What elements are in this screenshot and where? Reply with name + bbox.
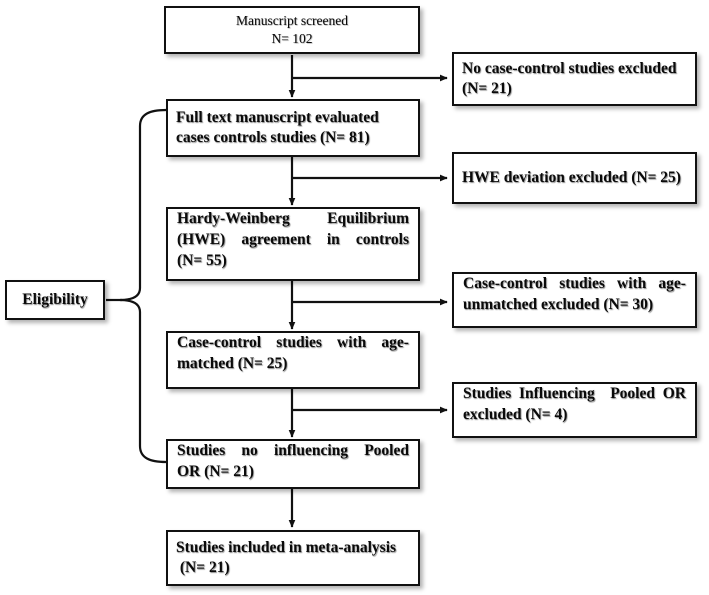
word: studies bbox=[559, 275, 605, 292]
box-manuscript-screened[interactable]: Manuscript screened N= 102 bbox=[164, 6, 420, 54]
word: agreement bbox=[241, 230, 311, 248]
word: (N= 55) bbox=[177, 251, 227, 269]
word: no bbox=[241, 442, 258, 459]
box-line: (N= 55) bbox=[168, 251, 418, 272]
box-line: Studies included in meta-analysis bbox=[176, 538, 397, 556]
box-line: N= 102 bbox=[271, 31, 313, 46]
box-line: HWE deviation excluded (N= 25) bbox=[462, 168, 681, 186]
box-line: Studies no influencing Pooled bbox=[168, 441, 418, 462]
box-age-unmatched-excluded[interactable]: Case-control studies with age- unmatched… bbox=[452, 272, 697, 328]
word: age- bbox=[381, 334, 409, 351]
box-influencing-pooled-or-excluded[interactable]: Studies Influencing Pooled OR excluded (… bbox=[452, 382, 697, 438]
word: Pooled bbox=[610, 385, 655, 402]
word: Influencing bbox=[518, 385, 595, 402]
box-line: excluded (N= 4) bbox=[454, 405, 695, 426]
word: excluded (N= 4) bbox=[463, 405, 568, 423]
box-eligibility[interactable]: Eligibility bbox=[5, 280, 105, 320]
word: (HWE) bbox=[177, 230, 226, 248]
box-included-meta-analysis[interactable]: Studies included in meta-analysis (N= 21… bbox=[166, 530, 420, 586]
box-line: (N= 21) bbox=[462, 80, 512, 97]
box-line: Full text manuscript evaluated bbox=[176, 108, 379, 126]
box-line: matched (N= 25) bbox=[168, 354, 418, 375]
box-age-matched[interactable]: Case-control studies with age- matched (… bbox=[166, 331, 420, 389]
word: Pooled bbox=[364, 442, 409, 459]
box-line: Case-control studies with age- bbox=[454, 274, 695, 295]
box-line: cases controls studies (N= 81) bbox=[176, 129, 370, 146]
word: with bbox=[337, 334, 367, 351]
box-no-case-control-excluded[interactable]: No case-control studies excluded (N= 21) bbox=[452, 52, 697, 106]
word: unmatched excluded (N= 30) bbox=[463, 295, 654, 313]
box-line: Hardy-Weinberg Equilibrium bbox=[168, 209, 418, 230]
word: in bbox=[326, 230, 340, 248]
box-full-text-evaluated[interactable]: Full text manuscript evaluated cases con… bbox=[166, 99, 420, 157]
word: Hardy-Weinberg bbox=[177, 210, 290, 227]
word: age- bbox=[658, 275, 686, 292]
box-hwe-agreement[interactable]: Hardy-Weinberg Equilibrium (HWE) agreeme… bbox=[166, 207, 420, 281]
box-line: unmatched excluded (N= 30) bbox=[454, 295, 695, 316]
word: OR (N= 21) bbox=[177, 462, 254, 480]
word: with bbox=[617, 275, 647, 292]
word: controls bbox=[355, 230, 409, 248]
eligibility-brace bbox=[119, 108, 168, 464]
word: Studies bbox=[177, 442, 226, 459]
box-hwe-deviation-excluded[interactable]: HWE deviation excluded (N= 25) bbox=[452, 152, 697, 204]
word: OR bbox=[662, 385, 686, 402]
word: Studies bbox=[463, 385, 512, 402]
box-line: (HWE) agreement in controls bbox=[168, 230, 418, 251]
word: matched (N= 25) bbox=[177, 354, 288, 372]
word: Case-control bbox=[463, 275, 548, 292]
box-line: OR (N= 21) bbox=[168, 462, 418, 483]
word: Case-control bbox=[177, 334, 262, 351]
box-line: Manuscript screened bbox=[235, 13, 349, 29]
word: Equilibrium bbox=[327, 210, 409, 227]
eligibility-label: Eligibility bbox=[22, 290, 88, 308]
word: influencing bbox=[273, 442, 349, 459]
box-line: Studies Influencing Pooled OR bbox=[454, 384, 695, 405]
box-line: Case-control studies with age- bbox=[168, 333, 418, 354]
box-line: No case-control studies excluded bbox=[462, 59, 677, 77]
word: studies bbox=[276, 334, 322, 351]
box-no-influencing-pooled-or[interactable]: Studies no influencing Pooled OR (N= 21) bbox=[166, 439, 420, 489]
box-line: (N= 21) bbox=[176, 559, 230, 576]
